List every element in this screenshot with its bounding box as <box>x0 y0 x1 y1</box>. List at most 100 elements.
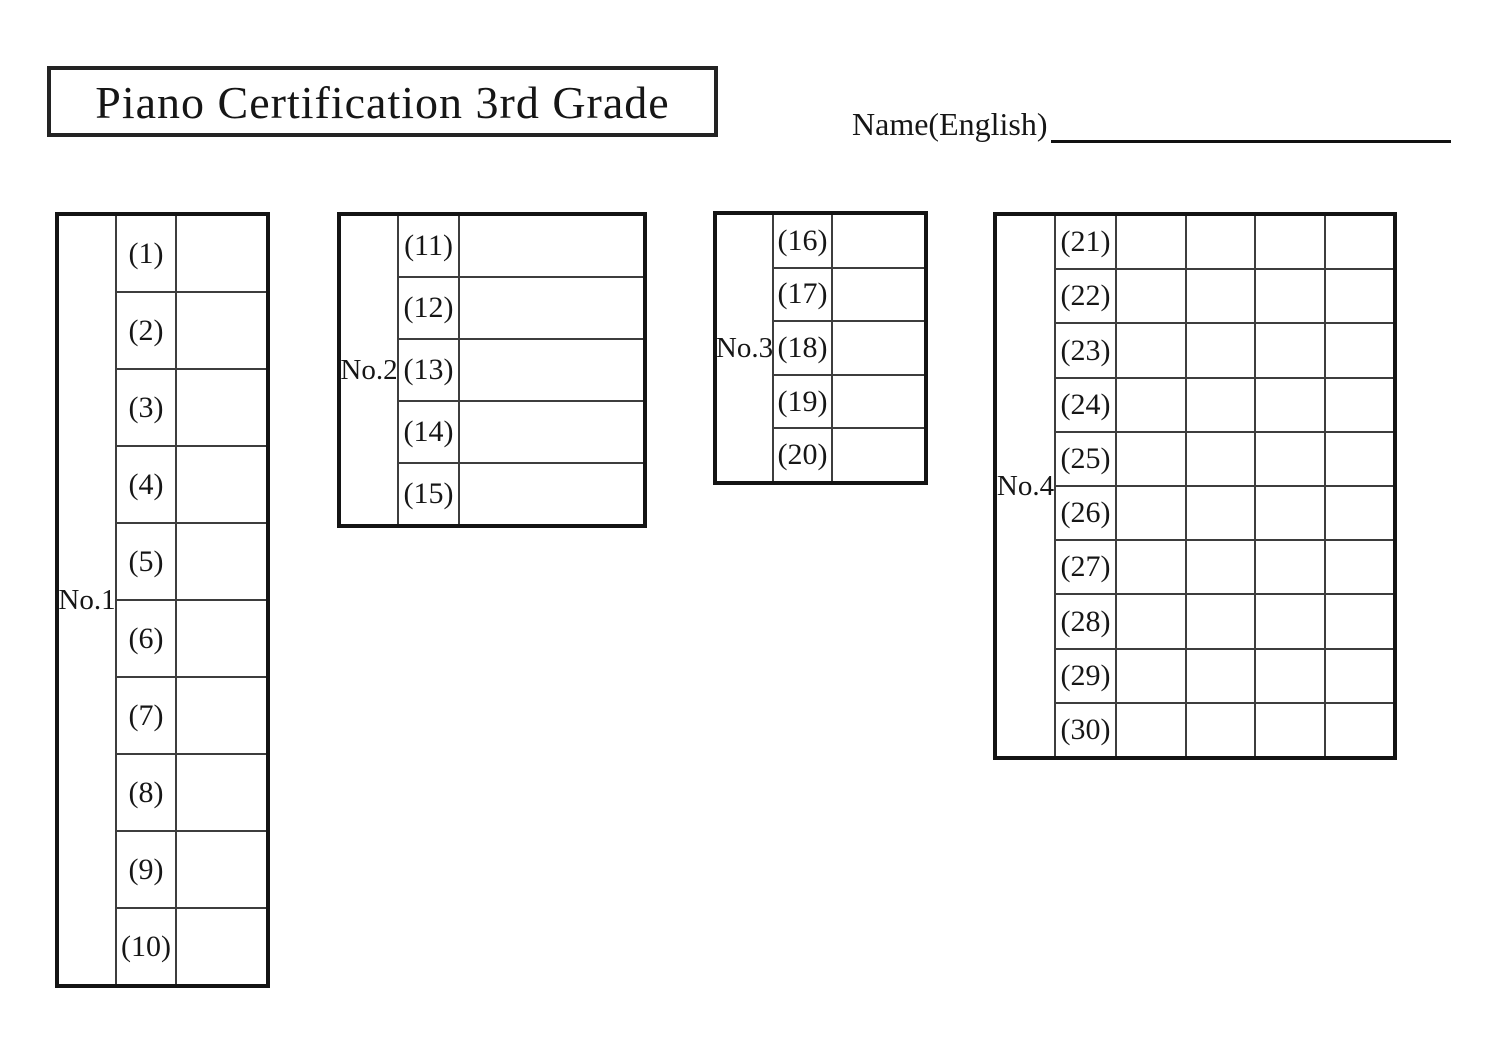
answer-cell[interactable] <box>177 601 266 676</box>
table-row: (6) <box>117 601 266 678</box>
table-row: (11) <box>399 216 643 278</box>
answer-cell[interactable] <box>833 322 924 374</box>
table-row: (12) <box>399 278 643 340</box>
question-number: (13) <box>399 340 460 400</box>
answer-cell[interactable] <box>1187 487 1256 540</box>
table-row: (4) <box>117 447 266 524</box>
answer-cell[interactable] <box>1187 649 1256 702</box>
answer-cell[interactable] <box>833 376 924 428</box>
answer-cell[interactable] <box>1256 649 1326 702</box>
table-row: (15) <box>399 464 643 524</box>
answer-cell[interactable] <box>1187 270 1256 323</box>
answer-cell[interactable] <box>1256 378 1326 431</box>
table-row: (1) <box>117 216 266 293</box>
table-row: (17) <box>774 268 924 323</box>
name-input-line[interactable] <box>1050 134 1451 143</box>
answer-table-no3: No.3 (16) (17) (18) (19) (20) <box>713 211 928 485</box>
answer-cell[interactable] <box>1256 703 1326 757</box>
table-row: (22) <box>1056 270 1394 325</box>
answer-cell[interactable] <box>1187 216 1256 269</box>
answer-cell[interactable] <box>833 269 924 321</box>
answer-cell[interactable] <box>460 278 643 338</box>
answer-cell[interactable] <box>1187 432 1256 486</box>
answer-cell[interactable] <box>1326 324 1394 376</box>
answer-cell[interactable] <box>1117 324 1187 377</box>
answer-cell[interactable] <box>177 370 266 445</box>
answer-cell[interactable] <box>1117 270 1187 323</box>
table-row: (24) <box>1056 378 1394 433</box>
question-number: (7) <box>117 678 177 753</box>
answer-cell[interactable] <box>460 464 643 524</box>
table-label: No.4 <box>997 216 1056 756</box>
question-number: (30) <box>1056 703 1117 757</box>
question-number: (21) <box>1056 216 1117 269</box>
table-row: (7) <box>117 678 266 755</box>
answer-cell[interactable] <box>1187 324 1256 377</box>
answer-cell[interactable] <box>1256 487 1326 540</box>
answer-cell[interactable] <box>177 678 266 753</box>
answer-cell[interactable] <box>1326 216 1394 268</box>
answer-table-no1: No.1 (1) (2) (3) (4) (5) <box>55 212 270 988</box>
answer-cell[interactable] <box>1326 704 1394 756</box>
answer-cell[interactable] <box>460 402 643 462</box>
answer-cell[interactable] <box>833 215 924 267</box>
answer-cell[interactable] <box>177 447 266 522</box>
answer-cell[interactable] <box>1326 541 1394 593</box>
answer-cell[interactable] <box>177 524 266 599</box>
answer-cell[interactable] <box>177 755 266 830</box>
answer-cell[interactable] <box>1326 487 1394 539</box>
table-rows: (11) (12) (13) (14) (15) <box>399 216 643 524</box>
question-number: (22) <box>1056 270 1117 323</box>
answer-cell[interactable] <box>177 832 266 907</box>
answer-cell[interactable] <box>1117 649 1187 702</box>
answer-cell[interactable] <box>1326 650 1394 702</box>
question-number: (17) <box>774 268 833 321</box>
question-number: (4) <box>117 447 177 522</box>
answer-cell[interactable] <box>1187 378 1256 431</box>
answer-cell[interactable] <box>1256 595 1326 648</box>
question-number: (27) <box>1056 541 1117 594</box>
table-row: (16) <box>774 215 924 269</box>
answer-cell[interactable] <box>1256 216 1326 269</box>
answer-cell[interactable] <box>1117 541 1187 594</box>
answer-cell[interactable] <box>1187 541 1256 594</box>
question-number: (18) <box>774 322 833 374</box>
page-title: Piano Certification 3rd Grade <box>95 76 670 128</box>
answer-cell[interactable] <box>1326 595 1394 647</box>
table-row: (25) <box>1056 432 1394 488</box>
answer-cell[interactable] <box>1117 595 1187 648</box>
answer-table-no2: No.2 (11) (12) (13) (14) (15) <box>337 212 647 528</box>
answer-cell[interactable] <box>1117 703 1187 757</box>
table-row: (10) <box>117 909 266 984</box>
question-number: (24) <box>1056 378 1117 431</box>
question-number: (28) <box>1056 595 1117 648</box>
answer-cell[interactable] <box>1256 432 1326 486</box>
table-row: (5) <box>117 524 266 601</box>
table-row: (13) <box>399 340 643 402</box>
answer-cell[interactable] <box>1117 216 1187 269</box>
table-label: No.1 <box>58 216 117 984</box>
answer-cell[interactable] <box>460 216 643 276</box>
question-number: (29) <box>1056 649 1117 702</box>
question-number: (14) <box>399 402 460 462</box>
answer-cell[interactable] <box>1117 487 1187 540</box>
answer-cell[interactable] <box>1256 270 1326 323</box>
answer-cell[interactable] <box>1326 270 1394 322</box>
answer-cell[interactable] <box>460 340 643 400</box>
answer-cell[interactable] <box>1117 378 1187 431</box>
answer-cell[interactable] <box>1187 703 1256 757</box>
answer-cell[interactable] <box>1326 379 1394 431</box>
answer-table-no4: No.4 (21) (22) (23) <box>993 212 1397 760</box>
table-label: No.2 <box>340 216 399 524</box>
title-box: Piano Certification 3rd Grade <box>47 66 718 137</box>
answer-cell[interactable] <box>177 909 266 984</box>
answer-cell[interactable] <box>177 216 266 291</box>
answer-cell[interactable] <box>1256 324 1326 377</box>
answer-cell[interactable] <box>177 293 266 368</box>
answer-cell[interactable] <box>833 429 924 481</box>
answer-cell[interactable] <box>1117 432 1187 486</box>
answer-cell[interactable] <box>1187 595 1256 648</box>
question-number: (16) <box>774 215 833 267</box>
answer-cell[interactable] <box>1256 541 1326 594</box>
answer-cell[interactable] <box>1326 433 1394 485</box>
